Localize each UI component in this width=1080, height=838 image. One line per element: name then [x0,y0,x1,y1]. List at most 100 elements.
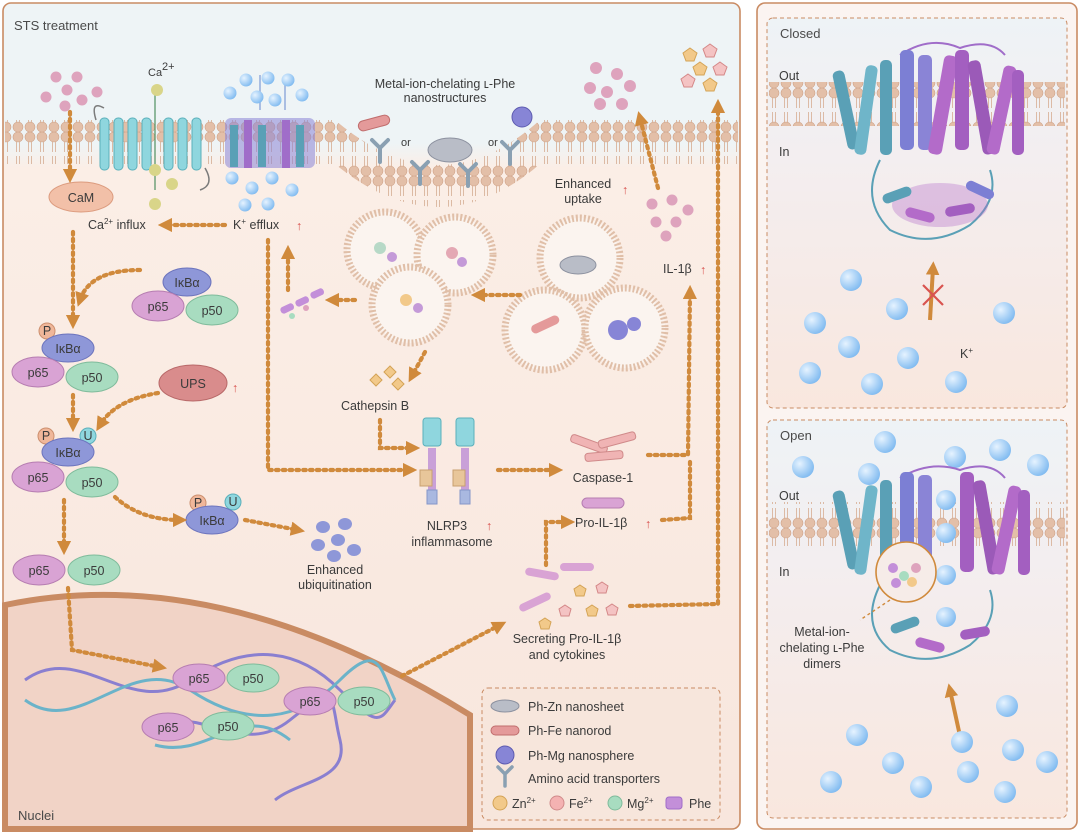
il1b-up-arrow: ↑ [700,263,706,277]
secreting-label-2: and cytokines [529,648,605,662]
enhanced-uptake-up-arrow: ↑ [622,183,628,197]
p50-label-ubiq: p50 [82,476,103,490]
secreting-cluster [519,563,619,630]
p65-label-ubiq: p65 [28,471,49,485]
nfkb-complex-ubiquitinated [11,427,119,498]
il1b-ions [646,194,694,242]
amino-acid-transporter-icon [496,765,514,788]
dimer-label-3: dimers [803,657,841,671]
ups-label: UPS [180,377,206,391]
p-mark-2: P [42,429,50,443]
legend-item-1: Ph-Zn nanosheet [528,700,624,714]
ph-fe-nanorod-icon [490,725,520,736]
p65-label-free: p65 [29,564,50,578]
nanostructures-label-1: Metal-ion-chelating ʟ-Phe [375,77,516,91]
pro-il1b-up-arrow: ↑ [645,517,651,531]
or-label-2: or [488,137,498,149]
phe-icon [665,796,683,810]
open-k-ions-top [792,431,1049,485]
p65-label-n2: p65 [158,721,179,735]
legend-ion-mg: Mg2+ [627,796,654,811]
ph-mg-nanosphere-icon [495,745,515,765]
k-channel [225,75,315,168]
pink-ions-top-right [584,62,636,110]
ca-influx-label: Ca2+ influx [88,217,147,232]
p50-label-n2: p50 [218,720,239,734]
open-title: Open [780,428,812,443]
left-panel: STS treatment Ca 2+ [2,2,741,832]
cathepsin-b-label: Cathepsin B [341,399,409,413]
vesicles-cluster-left [343,208,497,347]
legend-ion-phe: Phe [689,797,711,811]
phe-dimer-highlight [859,541,937,621]
legend-frame [481,687,721,821]
nlrp3-up-arrow: ↑ [486,519,492,533]
enhanced-uptake-label-2: uptake [564,192,602,206]
ca-sup: 2+ [162,61,175,73]
nfkb-complex-top [131,267,239,326]
open-subpanel: Open Out In [766,419,1068,819]
zn-ion-icon [492,795,508,811]
k-efflux-label: K+ efflux [233,217,280,232]
blocked-cross-icon [922,284,944,306]
ubiquitination-label-2: ubiquitination [298,578,372,592]
ups-complex [158,364,228,402]
ups-up-arrow: ↑ [232,381,238,395]
p-mark-3: P [194,496,202,510]
cathepsin-b [369,365,405,391]
legend: Ph-Zn nanosheet Ph-Fe nanorod Ph-Mg nano… [481,687,721,821]
pink-ions-top-left [40,71,103,112]
cytokine-pentagons-top [680,43,728,92]
left-panel-title: STS treatment [14,18,98,33]
vesicles-cluster-right [501,214,669,374]
fe-ion-icon [549,795,565,811]
ph-zn-nanosheet-icon [490,699,520,713]
u-mark-1: U [83,429,92,443]
secreting-label-1: Secreting Pro-IL-1β [513,632,622,646]
closed-subpanel: Closed Out In [766,17,1068,409]
right-panel: Closed Out In [756,2,1078,830]
pro-il1b-label: Pro-IL-1β [575,516,627,530]
cam-protein [48,181,114,213]
open-k-ions-bottom [820,695,1058,803]
phe-chain [280,288,325,319]
ikba-label-free: IκBα [199,514,224,528]
enhanced-uptake-label-1: Enhanced [555,177,611,191]
caspase-1-label: Caspase-1 [573,471,633,485]
ca-label: Ca [148,67,163,79]
pro-il1b-rod [581,497,625,509]
closed-title: Closed [780,26,820,41]
legend-item-2: Ph-Fe nanorod [528,724,611,738]
membrane-transporters [370,138,520,188]
p65-p50-nucleus [141,663,391,742]
pathway-arrows [56,98,726,679]
closed-k-label: K+ [960,346,973,361]
nanostructures-label-2: nanostructures [404,91,487,105]
k-efflux-up-arrow: ↑ [296,219,302,233]
p50-label-n1: p50 [243,672,264,686]
open-flux-arrow [944,683,962,737]
p50-label-free: p50 [84,564,105,578]
free-p65-p50 [12,554,121,586]
ikba-label-ubiq: IκBα [55,446,80,460]
ubiquitination-label-1: Enhanced [307,563,363,577]
p50-label-phospho: p50 [82,371,103,385]
u-mark-2: U [228,495,237,509]
il1b-label: IL-1β [663,262,692,276]
ikba-label-phospho: IκBα [55,342,80,356]
k-ions-top [223,71,309,107]
ubiquitin-cluster [311,518,361,562]
membrane-nanostructures [357,106,533,163]
legend-ion-fe: Fe2+ [569,796,593,811]
nlrp3-label-2: inflammasome [411,535,492,549]
closed-channel-protein [832,41,1024,240]
p65-label-top: p65 [148,300,169,314]
dimer-label-1: Metal-ion- [794,625,850,639]
nlrp3-inflammasome [419,417,475,505]
dimer-label-2: chelating ʟ-Phe [780,641,865,655]
closed-k-ions [799,269,1015,395]
p-mark-1: P [43,324,51,338]
legend-item-4: Amino acid transporters [528,772,660,786]
open-out-label: Out [779,489,800,503]
